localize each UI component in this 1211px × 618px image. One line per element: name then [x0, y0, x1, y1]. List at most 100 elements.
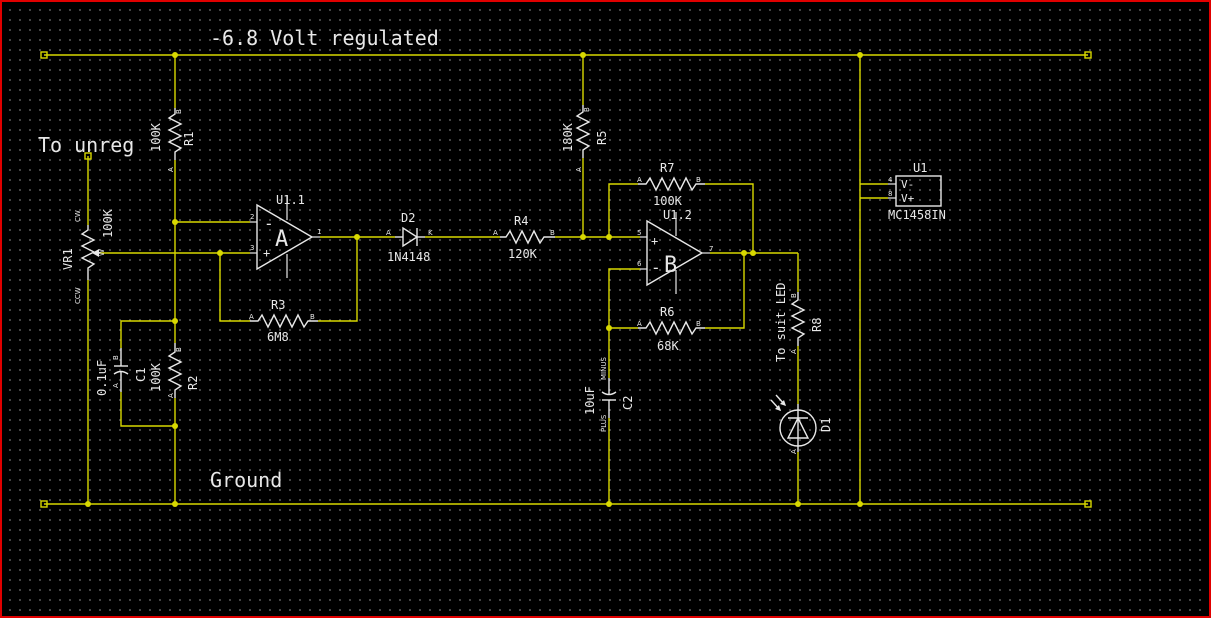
- resistor-r1[interactable]: R1 100K B A: [149, 108, 196, 172]
- wires: [44, 54, 1088, 505]
- junction-dot: [172, 318, 178, 324]
- r6-value: 68K: [657, 339, 679, 353]
- opamp-minus-sign: -: [264, 214, 274, 233]
- r2-ref: R2: [186, 376, 200, 390]
- c2-minus-label: MINUS: [600, 357, 608, 380]
- pin-letter: A: [493, 229, 498, 237]
- r7-value: 100K: [653, 194, 683, 208]
- pin-letter: B: [790, 293, 798, 298]
- pin-letter: A: [790, 449, 798, 454]
- pin-letter: A: [637, 176, 642, 184]
- r6-ref: R6: [660, 305, 674, 319]
- opamp-section-label: A: [275, 227, 288, 252]
- c2-value: 10uF: [583, 386, 597, 415]
- r7-ref: R7: [660, 161, 674, 175]
- u1-vplus-label: V+: [901, 192, 915, 205]
- pin-number: 1: [317, 228, 321, 236]
- junctions: [40, 51, 1092, 508]
- pin-number: 3: [250, 244, 254, 252]
- resistor-symbol: [575, 105, 591, 158]
- junction-dot: [217, 250, 223, 256]
- opamp-u1-2[interactable]: + - B U1.2 5 6 7: [637, 208, 713, 294]
- rail-terminal[interactable]: [1084, 51, 1092, 59]
- capacitor-c1[interactable]: C1 0.1uF A B: [95, 348, 148, 396]
- resistor-r4[interactable]: R4 120K A B: [493, 214, 555, 261]
- pin-letter: A: [167, 167, 175, 172]
- resistor-symbol: [790, 292, 806, 346]
- opamp-u1-1[interactable]: - + A U1.1 2 3 1: [250, 193, 321, 278]
- resistor-r5[interactable]: R5 180K B A: [561, 105, 609, 172]
- pin-number: 4: [888, 176, 893, 184]
- junction-dot: [85, 501, 91, 507]
- resistor-symbol: [167, 343, 183, 398]
- rail-terminal[interactable]: [40, 500, 48, 508]
- led-d1[interactable]: D1 A: [770, 394, 833, 454]
- r4-ref: R4: [514, 214, 528, 228]
- pin-letter: A: [575, 167, 583, 172]
- pin-letter: A: [249, 313, 254, 321]
- u1-1-ref: U1.1: [276, 193, 305, 207]
- resistor-symbol: [80, 225, 96, 280]
- opamp-plus-sign: +: [651, 234, 658, 248]
- junction-dot: [795, 501, 801, 507]
- capacitor-c2[interactable]: C2 10uF PLUS MINUS: [583, 357, 635, 432]
- resistor-symbol: [638, 320, 705, 336]
- junction-dot: [172, 52, 178, 58]
- resistor-r7[interactable]: R7 100K A B: [637, 161, 705, 208]
- pin-letter: B: [696, 176, 701, 184]
- pin-letter: B: [310, 313, 315, 321]
- vr1-wiper-label: W: [98, 249, 106, 256]
- rail-terminal[interactable]: [40, 51, 48, 59]
- resistor-r8[interactable]: R8 To suit LED B A: [774, 283, 824, 362]
- pin-letter: B: [583, 107, 591, 112]
- junction-dot: [172, 423, 178, 429]
- r3-left-wire: [219, 253, 250, 322]
- neg-rail-label: -6.8 Volt regulated: [210, 26, 439, 50]
- junction-dot: [580, 234, 586, 240]
- resistor-r2[interactable]: R2 100K B A: [149, 343, 200, 398]
- pin-letter: B: [175, 109, 183, 114]
- resistor-symbol: [167, 108, 183, 160]
- opamp-symbol: [256, 203, 314, 271]
- d2-ref: D2: [401, 211, 415, 225]
- rail-terminal[interactable]: [1084, 500, 1092, 508]
- pin-letter: B: [175, 347, 183, 352]
- pin-letter: B: [696, 320, 701, 328]
- r7-left-wire: [608, 183, 638, 237]
- pin-number: 6: [637, 260, 642, 268]
- opamp-symbol: [646, 219, 704, 287]
- junction-dot: [606, 501, 612, 507]
- c1-bottom-wire: [120, 392, 175, 427]
- vr1-value: 100K: [101, 208, 115, 238]
- r1-ref: R1: [182, 132, 196, 146]
- opamp-section-label: B: [664, 253, 677, 278]
- potentiometer-vr1[interactable]: VR1 100K CW CCW W: [61, 208, 115, 304]
- pin-number: 7: [709, 245, 713, 253]
- r1-value: 100K: [149, 122, 163, 152]
- r4-value: 120K: [508, 247, 538, 261]
- resistor-r6[interactable]: R6 68K A B: [637, 305, 705, 353]
- vr1-cw-label: CW: [74, 210, 82, 222]
- diode-d2[interactable]: D2 1N4148 A K: [386, 211, 433, 264]
- pin-number: 5: [637, 229, 641, 237]
- ic-u1-power[interactable]: U1 MC1458IN V- V+ 4 8: [888, 161, 946, 222]
- opamp-b-inv-wire: [608, 268, 640, 378]
- r3-ref: R3: [271, 298, 285, 312]
- r6-right-wire: [705, 253, 745, 329]
- r3-right-wire: [318, 237, 358, 322]
- c2-plus-label: PLUS: [600, 414, 608, 432]
- ground-label: Ground: [210, 468, 282, 492]
- pin-letter: A: [112, 383, 120, 388]
- junction-dot: [606, 325, 612, 331]
- resistor-r3[interactable]: R3 6M8 A B: [249, 298, 318, 344]
- junction-dot: [857, 501, 863, 507]
- junction-dot: [857, 52, 863, 58]
- unreg-terminal[interactable]: [84, 152, 92, 160]
- resistor-symbol: [638, 176, 705, 192]
- suit-led-label: To suit LED: [774, 283, 788, 362]
- junction-dot: [750, 250, 756, 256]
- r8-ref: R8: [810, 318, 824, 332]
- resistor-symbol: [500, 229, 555, 245]
